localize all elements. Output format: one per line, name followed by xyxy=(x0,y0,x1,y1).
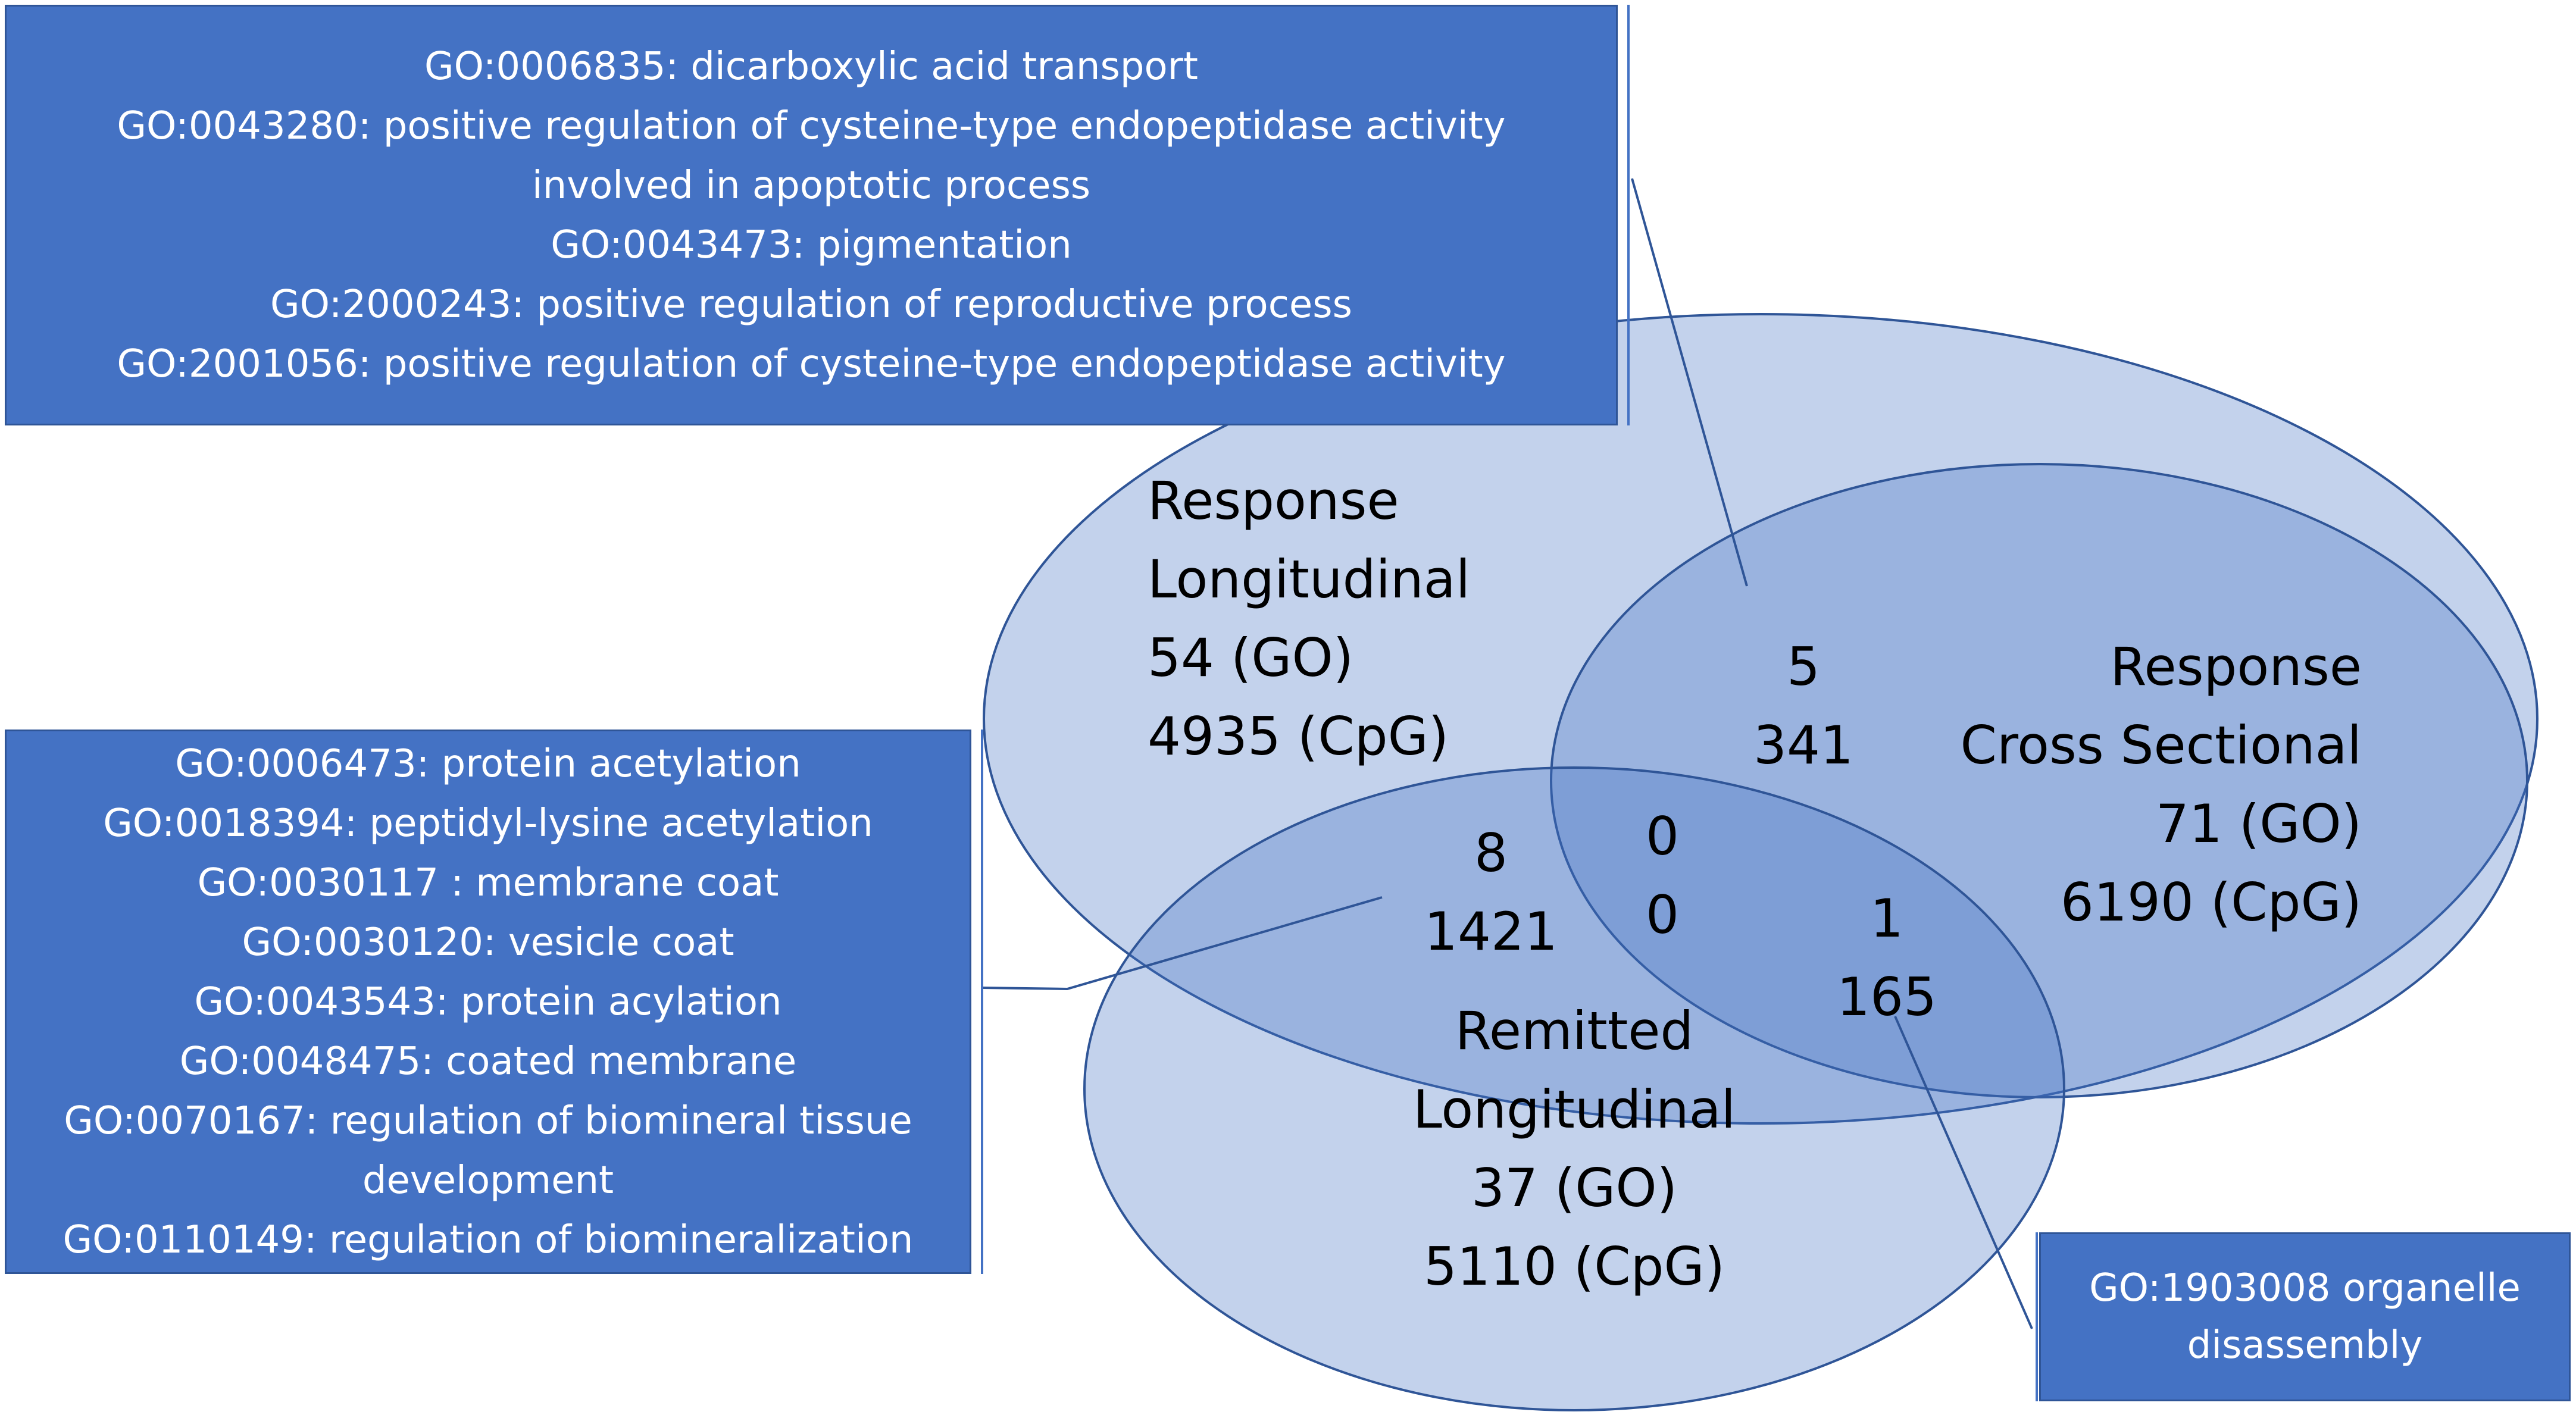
label-remitted-longitudinal: Remitted Longitudinal 37 (GO) 5110 (CpG) xyxy=(1336,992,1812,1306)
overlap-all-three: 0 0 xyxy=(1603,797,1722,954)
ellipse-response-cross-sectional xyxy=(1550,463,2528,1098)
label-response-longitudinal: Response Longitudinal 54 (GO) 4935 (CpG) xyxy=(1148,462,1470,776)
go-term: GO:1903008 organelle xyxy=(2089,1266,2521,1310)
set-name-line1: Response xyxy=(2110,636,2362,697)
overlap-cross-remitted: 1 165 xyxy=(1797,879,1976,1037)
go-term: GO:2001056: positive regulation of cyste… xyxy=(117,342,1506,386)
overlap-cpg-count: 1421 xyxy=(1424,901,1558,962)
overlap-go-count: 1 xyxy=(1870,888,1903,949)
ellipse-remitted-longitudinal xyxy=(1083,766,2065,1411)
go-term: GO:0048475: coated membrane xyxy=(179,1039,797,1084)
ellipse-response-longitudinal xyxy=(983,313,2539,1125)
go-term: GO:2000243: positive regulation of repro… xyxy=(270,282,1352,327)
go-term: GO:0043280: positive regulation of cyste… xyxy=(117,104,1506,148)
set-name-line2: Longitudinal xyxy=(1412,1079,1736,1140)
connector-top xyxy=(1631,178,1748,587)
go-term: GO:0006473: protein acetylation xyxy=(175,741,801,786)
set-name-line2: Cross Sectional xyxy=(1960,715,2362,776)
go-term: GO:0043473: pigmentation xyxy=(551,223,1072,267)
connector-left xyxy=(981,896,1383,991)
go-term: GO:0030117 : membrane coat xyxy=(197,860,779,905)
go-term: GO:0070167: regulation of biomineral tis… xyxy=(64,1098,912,1143)
overlap-cpg-count: 165 xyxy=(1837,966,1937,1028)
overlap-go-count: 5 xyxy=(1787,636,1820,697)
overlap-go-count: 0 xyxy=(1646,806,1679,867)
overlap-cpg-count: 0 xyxy=(1646,884,1679,946)
go-term: GO:0018394: peptidyl-lysine acetylation xyxy=(103,801,873,846)
overlap-cpg-count: 341 xyxy=(1753,715,1853,776)
box-left-edge xyxy=(981,730,983,1274)
connector-bottom xyxy=(1894,1016,2033,1329)
set-name-line2: Longitudinal xyxy=(1148,549,1471,610)
set-name-line1: Response xyxy=(1148,470,1399,531)
set-go-count: 37 (GO) xyxy=(1471,1157,1678,1219)
go-term: GO:0030120: vesicle coat xyxy=(242,920,734,965)
go-term: GO:0043543: protein acylation xyxy=(194,979,782,1024)
go-term: GO:0006835: dicarboxylic acid transport xyxy=(424,44,1198,89)
box-bottom-edge xyxy=(2036,1232,2038,1401)
set-cpg-count: 5110 (CpG) xyxy=(1423,1236,1725,1297)
set-go-count: 54 (GO) xyxy=(1148,627,1354,688)
go-box-top: GO:0006835: dicarboxylic acid transport … xyxy=(5,5,1618,425)
overlap-response-long-cross: 5 341 xyxy=(1714,628,1893,785)
go-term: disassembly xyxy=(2187,1323,2423,1367)
set-cpg-count: 4935 (CpG) xyxy=(1148,706,1449,767)
set-go-count: 71 (GO) xyxy=(2155,793,2362,854)
go-term: development xyxy=(362,1158,614,1203)
set-name-line1: Remitted xyxy=(1455,1000,1694,1062)
overlap-response-long-remitted: 8 1421 xyxy=(1402,814,1580,971)
go-term: involved in apoptotic process xyxy=(532,163,1091,208)
set-cpg-count: 6190 (CpG) xyxy=(2060,872,2362,933)
label-response-cross-sectional: Response Cross Sectional 71 (GO) 6190 (C… xyxy=(1960,628,2362,942)
go-term: GO:0110149: regulation of biomineralizat… xyxy=(62,1217,914,1262)
go-box-bottom: GO:1903008 organelle disassembly xyxy=(2039,1232,2571,1401)
box-top-edge xyxy=(1627,5,1630,425)
go-box-left: GO:0006473: protein acetylation GO:00183… xyxy=(5,730,971,1274)
overlap-go-count: 8 xyxy=(1474,822,1508,884)
